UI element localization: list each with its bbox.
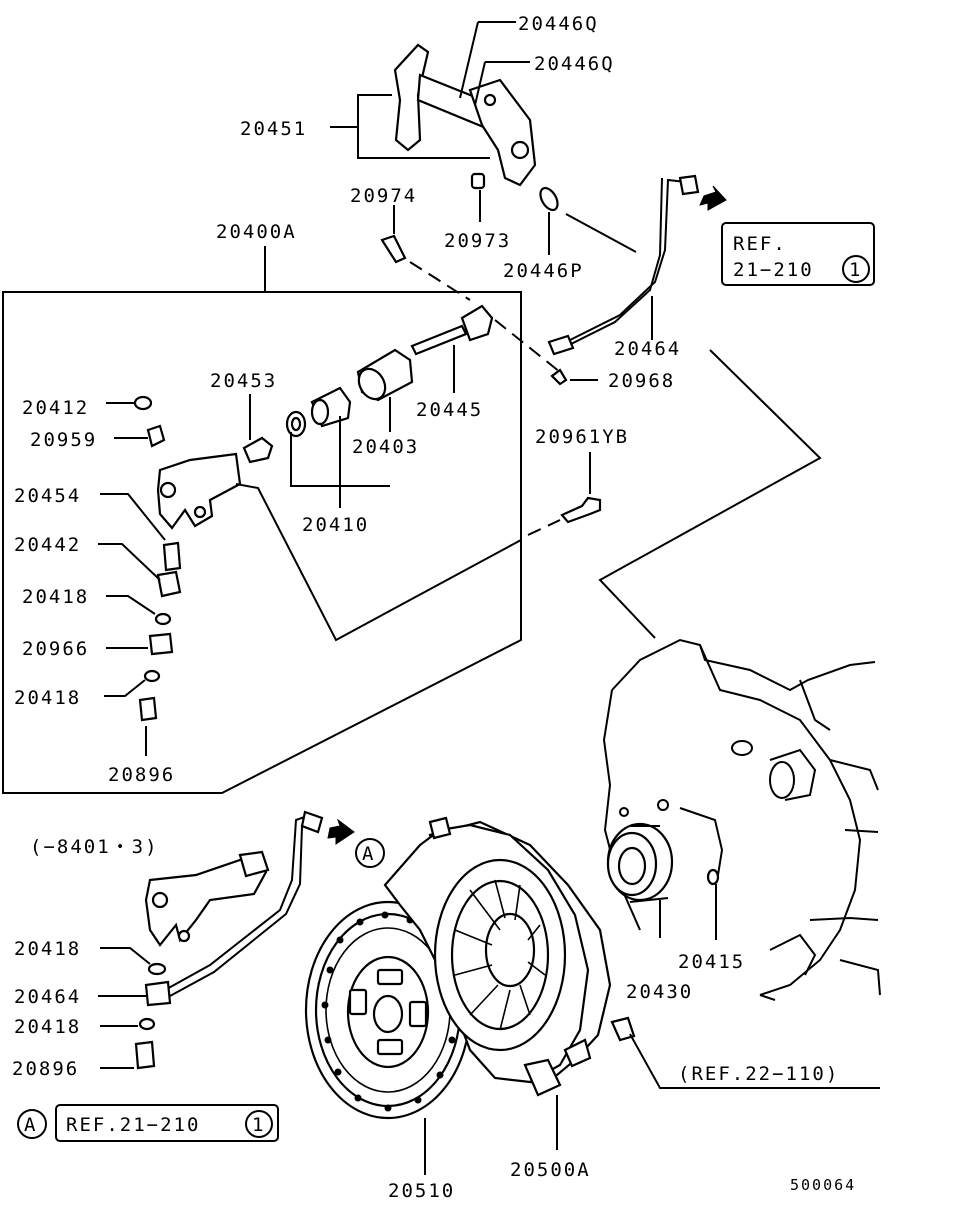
part-labels: 20446Q 20446Q 20451 20974 20973 20446P 2… — [12, 13, 856, 1202]
label-20445: 20445 — [416, 399, 483, 421]
marker-a: A — [362, 843, 375, 865]
label-range: (−8401・3) — [30, 836, 159, 858]
label-ref-22-110: (REF.22−110) — [678, 1063, 839, 1085]
label-20896-b: 20896 — [12, 1058, 79, 1080]
label-20973: 20973 — [444, 230, 511, 252]
label-20410: 20410 — [302, 514, 369, 536]
pressure-plate — [383, 816, 612, 1097]
label-20968: 20968 — [608, 370, 675, 392]
ref-top-line1: REF. — [733, 233, 787, 255]
label-20403: 20403 — [352, 436, 419, 458]
slave-cylinder-early — [144, 850, 270, 947]
label-20415: 20415 — [678, 951, 745, 973]
label-20412: 20412 — [22, 397, 89, 419]
release-fork-assembly — [380, 43, 559, 264]
label-20442: 20442 — [14, 534, 81, 556]
ref-bottom-marker: A — [24, 1114, 37, 1136]
label-20418-d: 20418 — [14, 1016, 81, 1038]
label-20418-a: 20418 — [22, 586, 89, 608]
label-20959: 20959 — [30, 429, 97, 451]
master-cylinder-parts — [133, 304, 494, 722]
label-20961YB: 20961YB — [535, 426, 629, 448]
ref-box-bottom: A REF.21−210 1 — [17, 1104, 279, 1142]
label-20418-c: 20418 — [14, 938, 81, 960]
ref-bottom-circle: 1 — [252, 1114, 265, 1136]
label-20454: 20454 — [14, 485, 81, 507]
ref-box-top: REF. 21−210 1 — [721, 222, 875, 286]
label-20400A: 20400A — [216, 221, 297, 243]
label-20446Q-b: 20446Q — [534, 53, 615, 75]
ref-top-circle: 1 — [849, 259, 862, 281]
ref-bottom-text: REF.21−210 — [66, 1114, 200, 1136]
label-20418-b: 20418 — [14, 687, 81, 709]
label-20500A: 20500A — [510, 1159, 591, 1181]
ref-top-line2: 21−210 — [733, 259, 814, 281]
label-20453: 20453 — [210, 370, 277, 392]
label-20446P: 20446P — [503, 260, 584, 282]
label-20510: 20510 — [388, 1180, 455, 1202]
label-20430: 20430 — [626, 981, 693, 1003]
label-20446Q-a: 20446Q — [518, 13, 599, 35]
label-20464-top: 20464 — [614, 338, 681, 360]
diagram-code: 500064 — [790, 1176, 856, 1194]
transmission-housing — [602, 638, 881, 1001]
label-20896-a: 20896 — [108, 764, 175, 786]
label-20974: 20974 — [350, 185, 417, 207]
label-20451: 20451 — [240, 118, 307, 140]
release-bearing — [606, 822, 720, 903]
label-20464-b: 20464 — [14, 986, 81, 1008]
label-20966: 20966 — [22, 638, 89, 660]
